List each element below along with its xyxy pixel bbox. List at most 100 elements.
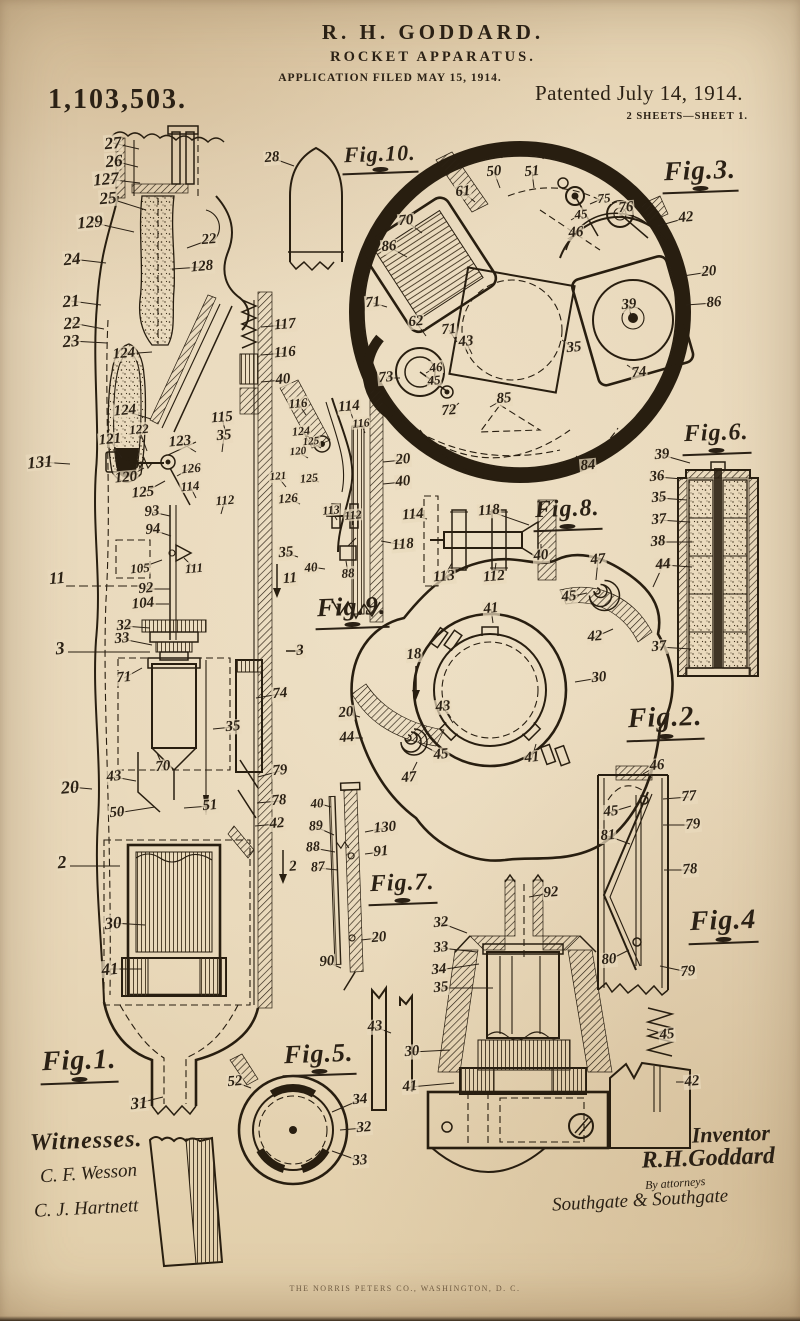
part-label-88: 88 xyxy=(340,566,356,580)
part-label-123: 123 xyxy=(167,433,193,450)
part-label-42: 42 xyxy=(683,1074,701,1090)
part-label-40: 40 xyxy=(309,796,325,810)
part-label-114: 114 xyxy=(179,479,201,494)
part-label-28: 28 xyxy=(263,150,281,166)
part-label-80: 80 xyxy=(600,952,618,968)
part-label-116: 116 xyxy=(351,416,371,430)
part-label-20: 20 xyxy=(394,452,412,468)
part-label-43: 43 xyxy=(457,334,475,350)
part-label-78: 78 xyxy=(681,862,699,878)
figure-title-fig1: Fig.1. xyxy=(39,1045,119,1086)
figure-title-fig3: Fig.3. xyxy=(661,155,738,195)
part-label-30: 30 xyxy=(103,914,123,933)
part-label-118: 118 xyxy=(391,536,416,553)
part-label-87: 87 xyxy=(309,860,326,875)
figure-title-fig7: Fig.7. xyxy=(367,870,437,907)
part-label-45: 45 xyxy=(560,589,578,605)
part-label-114: 114 xyxy=(337,398,362,415)
part-label-23: 23 xyxy=(61,332,81,351)
part-label-85: 85 xyxy=(495,391,513,407)
part-label-39: 39 xyxy=(620,297,638,313)
part-label-92: 92 xyxy=(542,885,560,901)
figure-title-fig2: Fig.2. xyxy=(625,702,705,743)
part-label-129: 129 xyxy=(76,212,105,231)
part-label-45: 45 xyxy=(658,1027,676,1043)
part-label-71: 71 xyxy=(115,670,133,686)
part-label-35: 35 xyxy=(650,490,668,506)
part-label-47: 47 xyxy=(400,770,418,786)
part-label-24: 24 xyxy=(62,250,82,269)
part-label-35: 35 xyxy=(224,719,242,735)
part-label-36: 36 xyxy=(648,469,666,485)
part-label-120: 120 xyxy=(288,446,307,459)
part-label-45: 45 xyxy=(426,373,442,387)
page-bottom-edge xyxy=(0,1316,800,1321)
part-label-44: 44 xyxy=(654,557,672,573)
part-label-115: 115 xyxy=(210,409,235,426)
part-label-114: 114 xyxy=(401,506,426,523)
part-label-2: 2 xyxy=(56,853,69,872)
part-label-22: 22 xyxy=(62,314,82,333)
part-label-25: 25 xyxy=(98,189,118,208)
figure-title-fig10: Fig.10. xyxy=(341,141,418,176)
part-label-91: 91 xyxy=(372,844,390,860)
patented-date: Patented July 14, 1914. xyxy=(528,81,750,106)
part-label-35: 35 xyxy=(277,545,295,561)
witnesses-heading: Witnesses. xyxy=(30,1126,143,1157)
part-label-124: 124 xyxy=(111,345,137,362)
part-label-39: 39 xyxy=(653,447,671,463)
part-label-33: 33 xyxy=(432,940,450,956)
part-label-127: 127 xyxy=(92,169,121,188)
part-label-113: 113 xyxy=(321,503,341,517)
part-label-11: 11 xyxy=(47,569,66,588)
part-label-86: 86 xyxy=(380,239,398,255)
part-label-126: 126 xyxy=(277,491,300,506)
part-label-51: 51 xyxy=(523,164,541,180)
part-label-2: 2 xyxy=(288,859,299,875)
part-label-79: 79 xyxy=(679,964,697,980)
part-label-44: 44 xyxy=(338,730,356,746)
part-label-90: 90 xyxy=(318,954,336,970)
part-label-47: 47 xyxy=(589,552,607,568)
part-label-34: 34 xyxy=(430,962,448,978)
part-label-88: 88 xyxy=(304,840,321,855)
part-label-45: 45 xyxy=(573,207,589,221)
part-label-3: 3 xyxy=(54,639,67,658)
figure-title-fig9: Fig.9. xyxy=(314,592,389,631)
patent-number: 1,103,503. xyxy=(48,84,187,116)
part-label-118: 118 xyxy=(477,502,502,519)
part-label-46: 46 xyxy=(567,225,585,241)
part-label-121: 121 xyxy=(97,431,123,448)
part-label-116: 116 xyxy=(273,344,298,361)
part-label-112: 112 xyxy=(482,568,507,585)
part-label-41: 41 xyxy=(401,1079,419,1095)
part-label-70: 70 xyxy=(397,213,415,229)
part-label-125: 125 xyxy=(130,484,156,501)
part-label-43: 43 xyxy=(105,769,123,785)
part-label-81: 81 xyxy=(599,828,617,844)
part-label-73: 73 xyxy=(377,370,395,386)
part-label-46: 46 xyxy=(648,758,666,774)
part-label-121: 121 xyxy=(268,471,287,484)
part-label-37: 37 xyxy=(650,639,668,655)
part-label-40: 40 xyxy=(303,560,319,574)
part-label-94: 94 xyxy=(144,522,162,538)
part-label-50: 50 xyxy=(108,805,126,821)
figure-title-fig6: Fig.6. xyxy=(681,420,751,457)
part-label-32: 32 xyxy=(432,915,450,931)
part-label-75: 75 xyxy=(596,191,612,205)
part-label-50: 50 xyxy=(485,164,503,180)
part-label-86: 86 xyxy=(705,295,723,311)
part-label-113: 113 xyxy=(432,568,457,585)
part-label-35: 35 xyxy=(432,980,450,996)
part-label-120: 120 xyxy=(113,469,139,486)
part-label-79: 79 xyxy=(684,817,702,833)
part-label-43: 43 xyxy=(434,699,452,715)
part-label-74: 74 xyxy=(630,365,648,381)
figure-title-fig5: Fig.5. xyxy=(281,1039,356,1078)
part-label-112: 112 xyxy=(343,508,363,522)
part-label-76: 76 xyxy=(617,200,635,216)
part-label-43: 43 xyxy=(366,1019,384,1035)
part-label-42: 42 xyxy=(586,629,604,645)
